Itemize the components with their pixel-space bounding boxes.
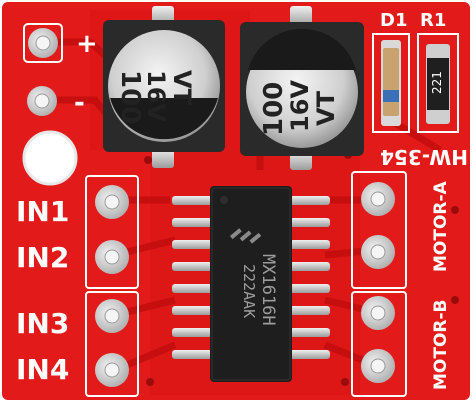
- chip-lead-left-7: [172, 328, 212, 337]
- chip-pins: [172, 196, 330, 359]
- power-minus-label: -: [74, 88, 85, 118]
- capacitor-2-value: 100: [259, 82, 289, 136]
- model-label: HW-354: [380, 145, 468, 169]
- resistor-r1: 221: [417, 33, 459, 133]
- mounting-hole: [22, 130, 78, 186]
- chip-lead-left-1: [172, 196, 212, 205]
- chip-lead-right-1: [290, 196, 330, 205]
- chip-lead-right-8: [290, 350, 330, 359]
- chip-lead-right-4: [290, 262, 330, 271]
- in1-label: IN1: [16, 195, 69, 228]
- r1-label: R1: [420, 10, 446, 31]
- in4-label: IN4: [16, 353, 69, 386]
- chip-lead-left-4: [172, 262, 212, 271]
- capacitor-1-series: VT: [168, 70, 196, 106]
- capacitor-1: 100 16V VT: [103, 6, 225, 168]
- capacitor-2-voltage: 16V: [286, 80, 314, 132]
- power-minus-pad: [27, 86, 57, 116]
- capacitor-2-series: VT: [312, 90, 340, 126]
- chip-lead-right-7: [290, 328, 330, 337]
- motor-a-header-outline: [351, 171, 407, 289]
- chip-lead-right-6: [290, 306, 330, 315]
- chip-lead-left-5: [172, 284, 212, 293]
- motor-driver-chip: MX1616H 222AAK: [210, 186, 292, 382]
- chip-lead-right-5: [290, 284, 330, 293]
- power-plus-pad: [23, 23, 63, 63]
- in34-header-outline: [85, 291, 139, 397]
- chip-part-number: MX1616H: [258, 254, 278, 326]
- capacitor-1-value: 100: [115, 70, 145, 124]
- chip-lead-left-3: [172, 240, 212, 249]
- capacitor-2: 100 16V VT: [240, 6, 364, 170]
- power-plus-label: +: [76, 29, 98, 59]
- chip-lead-right-3: [290, 240, 330, 249]
- chip-lead-left-6: [172, 306, 212, 315]
- chip-date-code: 222AAK: [240, 264, 258, 318]
- chip-lead-left-8: [172, 350, 212, 359]
- in2-label: IN2: [16, 241, 69, 274]
- motor-a-label: MOTOR-A: [431, 180, 451, 272]
- in3-label: IN3: [16, 307, 69, 340]
- in12-header-outline: [85, 175, 139, 289]
- chip-lead-left-2: [172, 218, 212, 227]
- capacitor-1-voltage: 16V: [142, 70, 170, 122]
- chip-lead-right-2: [290, 218, 330, 227]
- resistor-marking: 221: [430, 71, 444, 94]
- d1-label: D1: [380, 10, 407, 31]
- motor-b-label: MOTOR-B: [431, 299, 451, 390]
- diode-d1: [372, 33, 410, 133]
- motor-b-header-outline: [351, 291, 407, 397]
